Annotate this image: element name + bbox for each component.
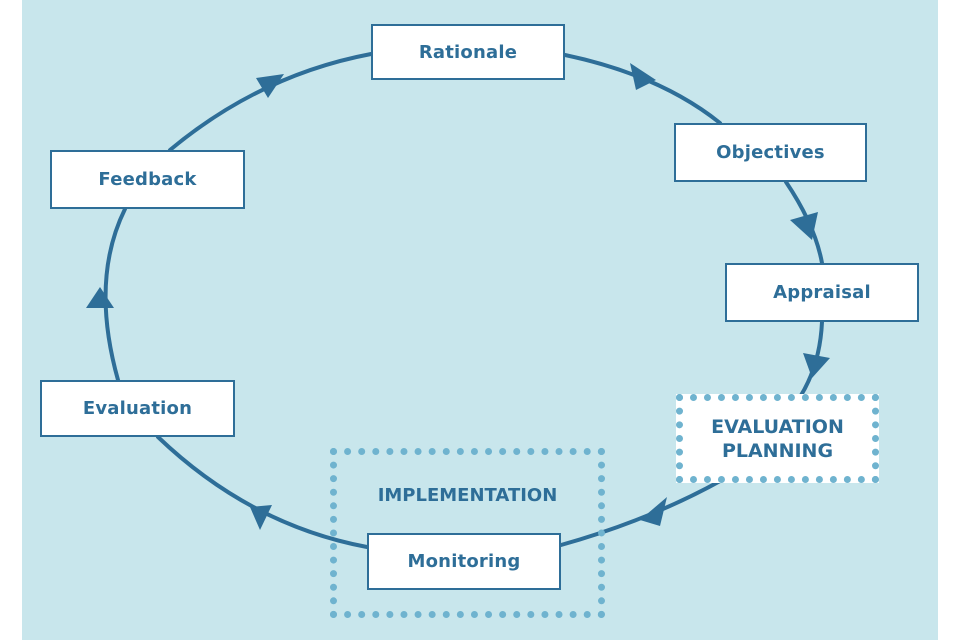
arrowhead-to-feedback	[86, 287, 114, 308]
node-objectives-label: Objectives	[716, 142, 825, 163]
node-evaluation-planning: EVALUATION PLANNING	[676, 394, 879, 483]
node-evaluation-label: Evaluation	[82, 398, 193, 419]
node-appraisal-label: Appraisal	[773, 282, 871, 303]
node-rationale: Rationale	[371, 24, 565, 80]
edge-evaluation-feedback	[103, 207, 127, 382]
arrowhead-to-objectives	[630, 63, 656, 90]
node-monitoring-label: Monitoring	[407, 551, 521, 572]
group-implementation	[330, 448, 605, 618]
node-feedback-label: Feedback	[98, 169, 197, 190]
arrowhead-to-appraisal	[790, 212, 818, 240]
edge-rationale-objectives	[563, 53, 722, 125]
node-appraisal: Appraisal	[725, 263, 919, 322]
node-evaluation: Evaluation	[40, 380, 235, 437]
node-rationale-label: Rationale	[418, 41, 518, 63]
node-objectives: Objectives	[674, 123, 867, 182]
node-feedback: Feedback	[50, 150, 245, 209]
group-implementation-label: IMPLEMENTATION	[377, 485, 558, 506]
node-evaluation-planning-line1: EVALUATION	[711, 415, 844, 438]
edge-feedback-rationale	[168, 52, 373, 152]
arrowhead-to-evaluation-planning	[803, 353, 830, 378]
node-evaluation-planning-line2: PLANNING	[721, 439, 834, 462]
node-monitoring: Monitoring	[367, 533, 561, 590]
arrowhead-to-monitoring	[640, 497, 667, 526]
arrowhead-to-evaluation	[250, 505, 272, 530]
arrowhead-to-rationale	[256, 74, 284, 98]
